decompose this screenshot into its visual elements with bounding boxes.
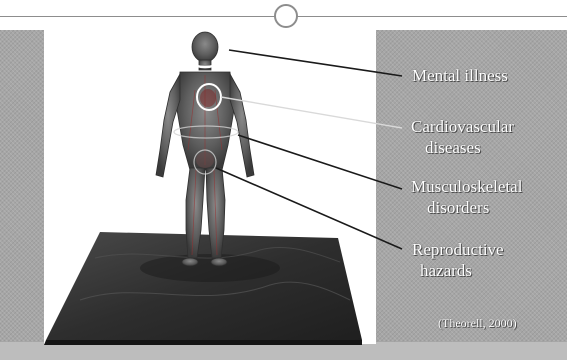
label-reproductive-line1: Reproductive bbox=[412, 239, 504, 260]
label-reproductive-line2: hazards bbox=[412, 260, 504, 281]
heart-region bbox=[200, 89, 216, 107]
label-cardiovascular-line1: Cardiovascular bbox=[411, 116, 514, 137]
label-mental-illness: Mental illness bbox=[412, 65, 508, 86]
label-musculoskeletal-line1: Musculoskeletal bbox=[411, 176, 522, 197]
label-musculoskeletal: Musculoskeletal disorders bbox=[411, 176, 522, 218]
neck bbox=[199, 60, 211, 70]
right-arm bbox=[230, 74, 254, 177]
leader-line-musculoskeletal bbox=[238, 135, 402, 189]
label-cardiovascular: Cardiovascular diseases bbox=[411, 116, 514, 158]
leader-line-mental bbox=[229, 50, 402, 76]
label-cardiovascular-line2: diseases bbox=[411, 137, 514, 158]
left-foot bbox=[182, 258, 198, 266]
label-musculoskeletal-line2: disorders bbox=[411, 197, 522, 218]
left-arm bbox=[156, 74, 180, 177]
label-reproductive: Reproductive hazards bbox=[412, 239, 504, 281]
pelvis-region bbox=[196, 152, 214, 168]
label-mental-illness-text: Mental illness bbox=[412, 66, 508, 85]
citation: (Theorell, 2000) bbox=[438, 316, 517, 330]
leader-line-cardiovascular bbox=[221, 97, 402, 128]
right-foot bbox=[211, 258, 227, 266]
head bbox=[192, 32, 218, 62]
platform-edge bbox=[44, 340, 362, 345]
